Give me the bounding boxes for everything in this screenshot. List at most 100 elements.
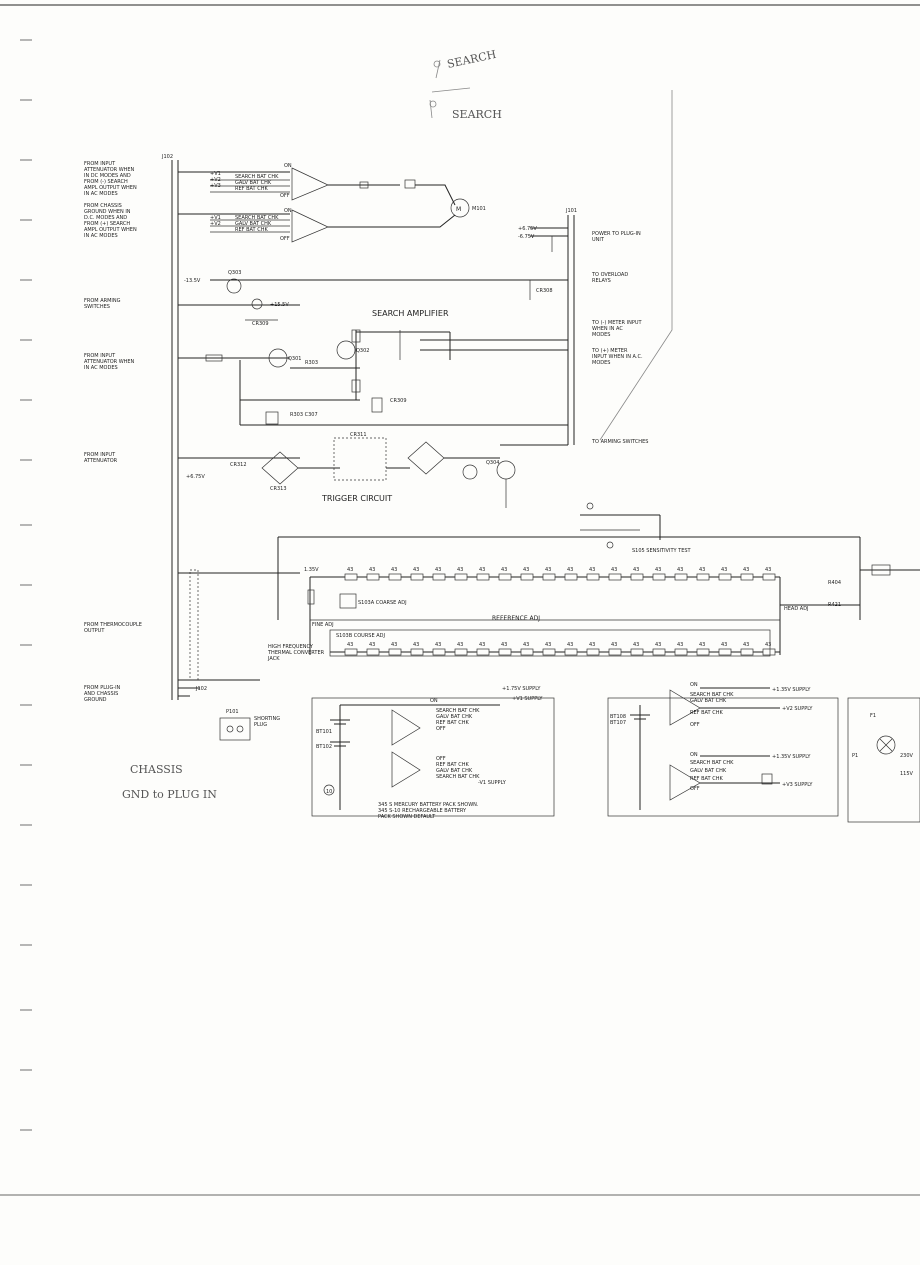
- reference-bottom-value: 43: [457, 642, 463, 648]
- svg-text:PLUG: PLUG: [254, 722, 267, 728]
- svg-text:GROUND WHEN IN: GROUND WHEN IN: [84, 209, 131, 215]
- svg-text:D.C. MODES AND: D.C. MODES AND: [84, 215, 127, 221]
- svg-text:+6.75V: +6.75V: [518, 226, 537, 232]
- svg-text:THERMAL CONVERTER: THERMAL CONVERTER: [267, 650, 325, 656]
- svg-text:REF BAT CHK: REF BAT CHK: [436, 762, 469, 768]
- svg-text:SEARCH BAT CHK: SEARCH BAT CHK: [235, 174, 279, 180]
- reference-bottom-resistor: [608, 648, 622, 656]
- reference-bottom-value: 43: [589, 642, 595, 648]
- svg-text:RELAYS: RELAYS: [592, 278, 611, 284]
- svg-text:FROM (+) SEARCH: FROM (+) SEARCH: [84, 221, 130, 227]
- label-meter-pos: TO (+) METER INPUT WHEN IN A.C. MODES: [591, 348, 643, 366]
- svg-text:CR313: CR313: [270, 486, 287, 492]
- j102-bus: J102 J102: [161, 154, 207, 700]
- q303-overload: -13.5V Q303 CR308: [184, 270, 568, 300]
- reference-top-resistor: [432, 573, 446, 581]
- reference-bottom-value: 43: [391, 642, 397, 648]
- svg-text:GALV BAT CHK: GALV BAT CHK: [436, 768, 473, 774]
- svg-text:+V1: +V1: [210, 215, 221, 221]
- svg-text:115V: 115V: [900, 771, 914, 777]
- coarse-adj-label: S103A COARSE ADJ: [358, 600, 407, 606]
- reference-bottom-resistor: [564, 648, 578, 656]
- reference-top-value: 43: [611, 567, 617, 573]
- svg-text:REF BAT CHK: REF BAT CHK: [235, 227, 268, 233]
- svg-text:SEARCH BAT CHK: SEARCH BAT CHK: [235, 215, 279, 221]
- svg-text:GALV BAT CHK: GALV BAT CHK: [690, 698, 727, 704]
- reference-top-resistor: [762, 573, 776, 581]
- reference-top-value: 43: [413, 567, 419, 573]
- battery-box-2: BT108 BT107 ON SEARCH BAT CHK GALV BAT C…: [607, 682, 839, 817]
- svg-text:FROM PLUG-IN: FROM PLUG-IN: [84, 685, 121, 691]
- svg-text:REF BAT CHK: REF BAT CHK: [690, 710, 723, 716]
- svg-text:WHEN IN AC: WHEN IN AC: [592, 326, 623, 332]
- svg-text:+V3 SUPPLY: +V3 SUPPLY: [782, 782, 813, 788]
- svg-text:+V1 SUPPLY: +V1 SUPPLY: [512, 696, 543, 702]
- reference-top-value: 43: [743, 567, 749, 573]
- svg-text:+V2: +V2: [210, 221, 221, 227]
- reference-bottom-value: 43: [765, 642, 771, 648]
- svg-text:GALV BAT CHK: GALV BAT CHK: [436, 714, 473, 720]
- svg-text:+V2: +V2: [210, 177, 221, 183]
- svg-text:UNIT: UNIT: [592, 237, 605, 243]
- svg-text:FROM INPUT: FROM INPUT: [84, 452, 116, 458]
- high-freq-jack: HIGH FREQUENCY THERMAL CONVERTER JACK: [178, 569, 325, 697]
- svg-text:FROM CHASSIS: FROM CHASSIS: [84, 203, 122, 209]
- svg-text:BT107: BT107: [610, 720, 626, 726]
- reference-bottom-resistor: [388, 648, 402, 656]
- svg-text:SEARCH BAT CHK: SEARCH BAT CHK: [690, 760, 734, 766]
- reference-bottom-resistor: [586, 648, 600, 656]
- trigger-circuit: +6.75V CR312 CR313 CR311 Q304 TRIGGER CI…: [178, 432, 568, 508]
- reference-top-value: 43: [347, 567, 353, 573]
- reference-top-value: 43: [567, 567, 573, 573]
- reference-bottom-resistor: [476, 648, 490, 656]
- bridge-rectifier-1-icon: [261, 451, 299, 485]
- meter-m101-icon: [450, 198, 470, 218]
- reference-top-value: 43: [457, 567, 463, 573]
- reference-top-value: 43: [765, 567, 771, 573]
- power-supply-partial: F1 P1 230V 115V: [847, 697, 920, 823]
- reference-top-value: 43: [677, 567, 683, 573]
- reference-top-resistor: [520, 573, 534, 581]
- reference-top-resistor: [608, 573, 622, 581]
- svg-text:R421: R421: [828, 602, 841, 608]
- svg-text:AMPL OUTPUT WHEN: AMPL OUTPUT WHEN: [84, 227, 137, 233]
- reference-top-resistor: [410, 573, 424, 581]
- svg-text:SEARCH BAT CHK: SEARCH BAT CHK: [436, 708, 480, 714]
- svg-text:CR311: CR311: [350, 432, 367, 438]
- reference-bottom-resistor: [762, 648, 776, 656]
- svg-text:ON: ON: [690, 682, 698, 688]
- svg-text:HEAD ADJ: HEAD ADJ: [784, 606, 809, 612]
- svg-text:ON: ON: [284, 163, 292, 169]
- svg-text:+1.75V SUPPLY: +1.75V SUPPLY: [502, 686, 541, 692]
- svg-text:TO (-) METER INPUT: TO (-) METER INPUT: [591, 320, 643, 326]
- svg-text:230V: 230V: [900, 753, 914, 759]
- search-amplifier-title: SEARCH AMPLIFIER: [372, 309, 449, 318]
- svg-text:BT102: BT102: [316, 744, 332, 750]
- label-arming: FROM ARMING SWITCHES: [84, 298, 121, 310]
- svg-text:CR312: CR312: [230, 462, 247, 468]
- reference-bottom-value: 43: [633, 642, 639, 648]
- transistor-q303-icon: [226, 278, 242, 294]
- svg-text:FROM (-) SEARCH: FROM (-) SEARCH: [84, 179, 128, 185]
- battery-box-1: BT101 BT102 ON SEARCH BAT CHK GALV BAT C…: [311, 686, 555, 820]
- j101-label: J101: [565, 208, 577, 214]
- svg-text:FROM INPUT: FROM INPUT: [84, 353, 116, 359]
- svg-text:-6.75V: -6.75V: [518, 234, 535, 240]
- svg-text:ATTENUATOR: ATTENUATOR: [84, 458, 118, 464]
- label-arming-to: TO ARMING SWITCHES: [591, 439, 648, 445]
- reference-bottom-value: 43: [435, 642, 441, 648]
- svg-text:MODES: MODES: [592, 332, 610, 338]
- svg-text:-13.5V: -13.5V: [184, 278, 201, 284]
- svg-text:ATTENUATOR WHEN: ATTENUATOR WHEN: [84, 167, 135, 173]
- reference-bottom-resistor: [674, 648, 688, 656]
- svg-text:M: M: [456, 206, 461, 213]
- label-overload: TO OVERLOAD RELAYS: [591, 272, 628, 284]
- j102-label: J102: [161, 154, 173, 160]
- reference-top-resistor: [366, 573, 380, 581]
- reference-bottom-resistor: [432, 648, 446, 656]
- svg-text:REF BAT CHK: REF BAT CHK: [436, 720, 469, 726]
- svg-text:FROM THERMOCOUPLE: FROM THERMOCOUPLE: [84, 622, 142, 628]
- transistor-q301-icon: [268, 348, 288, 368]
- reference-bottom-resistor: [520, 648, 534, 656]
